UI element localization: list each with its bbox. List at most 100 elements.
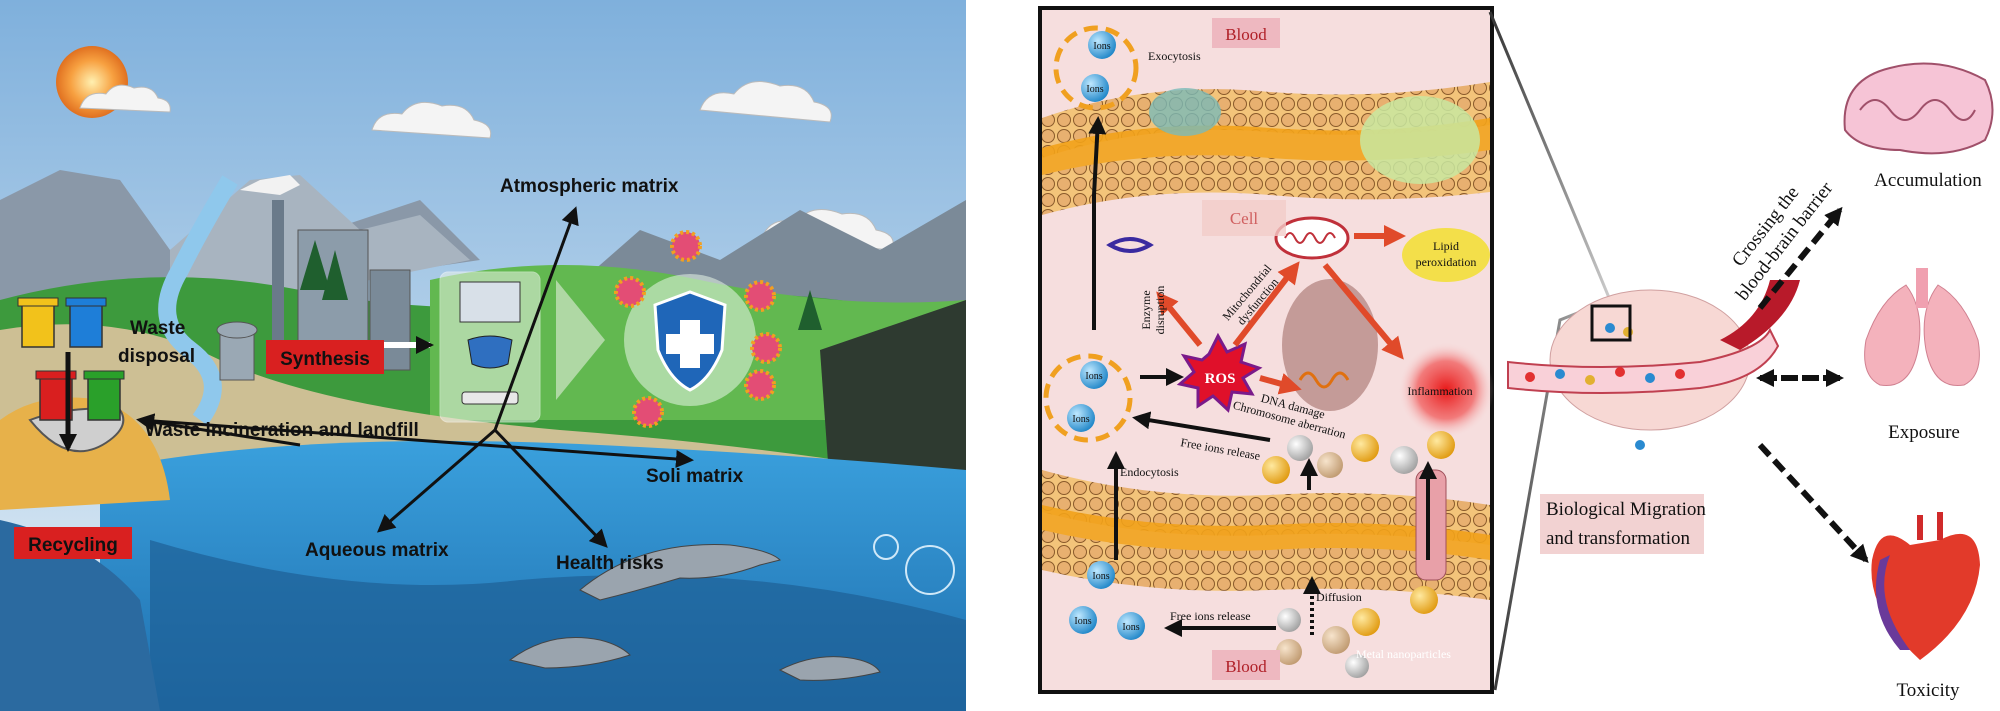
svg-text:Ions: Ions [1086,84,1103,95]
blood-label-bottom: Blood [1225,657,1267,676]
virus-icon [614,230,782,428]
environment-arrows [59,206,694,548]
synthesis-label-bg [266,340,384,374]
blood-label-bg [1212,650,1280,680]
trachea [1916,268,1928,308]
migration-label: and transformation [1546,528,1691,549]
environment-panel: Atmospheric matrix Waste disposal Synthe… [0,0,966,711]
cloud-icon [371,101,492,139]
nucleus [1282,279,1378,411]
mask-icon [467,335,513,369]
mitochondria-icon [1274,216,1350,260]
exocytosis-label: Exocytosis [1148,49,1201,63]
brain-icon [1843,62,1994,155]
snow-cap [240,175,300,195]
waste-disposal-label: Waste [130,318,185,339]
dna-icon [1298,371,1350,389]
cell-panel: Ions Ions Ions Ions Ions Ions Ions [1038,6,1494,694]
diffusion-label: Diffusion [1316,590,1362,604]
blood-vessel [1507,327,1780,394]
svg-text:Ions: Ions [1085,371,1102,382]
svg-text:Ions: Ions [1074,616,1091,627]
bubble-icon [905,545,955,595]
synthesis-label: Synthesis [280,349,370,370]
ion-particle: Ions [1080,361,1108,389]
inflammation-blob [1398,342,1494,438]
bubble-icon [873,534,899,560]
exocytosis-vesicle [1053,25,1139,111]
trash-bin-icon [17,297,59,348]
blood-label-top: Blood [1225,25,1267,44]
dolphin-icon [579,544,781,601]
red-arrows [1156,225,1406,395]
svg-text:Ions: Ions [1092,571,1109,582]
svg-text:Ions: Ions [1072,414,1089,425]
black-arrows [1088,116,1437,637]
ion-particle: Ions [1067,404,1095,432]
ion-particle: Ions [1117,612,1145,640]
lungs-icon [1923,284,1980,387]
soli-matrix-label: Soli matrix [646,466,744,487]
ion-particle: Ions [1081,74,1109,102]
organ-arrows [1756,206,1869,563]
ros-star [1176,332,1263,413]
deep-water [0,520,160,711]
migration-label: Biological Migration [1546,499,1706,520]
svg-text:Ions: Ions [1093,41,1110,52]
waste-disposal-label: disposal [118,346,195,367]
lipid-peroxidation-label: peroxidation [1416,255,1477,269]
heart-icon [1875,555,1910,650]
svg-text:Ions: Ions [1122,622,1139,633]
atmospheric-matrix-label: Atmospheric matrix [500,176,679,197]
chevron-icon [556,280,605,400]
cloud-icon [79,84,171,113]
dolphin-icon [508,637,631,669]
cell-label: Cell [1230,209,1259,228]
river [158,175,238,426]
membrane-protein [1149,88,1221,136]
ion-particle: Ions [1088,31,1116,59]
lipid-peroxidation-label: Lipid [1433,239,1459,253]
ion-channel [1415,469,1447,581]
membrane-protein [1360,96,1480,184]
deep-water [150,540,966,711]
aqueous-matrix-label: Aqueous matrix [305,540,449,561]
endocytosis-label: Endocytosis [1120,465,1179,479]
zoom-box [1590,304,1632,342]
cell-label-bg [1202,200,1286,236]
lipid-peroxidation-blob [1402,228,1490,282]
accumulation-label: Accumulation [1874,170,1982,191]
enzyme-icon [1106,237,1154,253]
exposure-label: Exposure [1888,422,1960,443]
endocytosis-vesicle [1043,353,1133,443]
cliff [820,300,966,490]
ion-particle: Ions [1069,606,1097,634]
lungs-icon [1864,284,1921,387]
blood-vessel [1720,280,1800,350]
enzyme-disruption-label: disruption [1153,286,1167,335]
inflammation-label: Inflammation [1407,384,1472,398]
health-shield-icon [624,274,756,406]
cell-membrane [1042,530,1490,600]
recycling-label-bg [14,527,132,559]
blood-label-bg [1212,18,1280,48]
free-ions-release-label-2: Free ions release [1170,609,1251,623]
heart-icon [1871,533,1980,660]
ion-particle: Ions [1087,561,1115,589]
toxicity-label: Toxicity [1896,680,1960,701]
enzyme-disruption-label: Enzyme [1139,290,1153,329]
waste-incineration-label: Waste incineration and landfill [145,420,419,441]
cloud-icon [699,81,832,123]
tree-icon [300,240,822,330]
recycling-label: Recycling [28,535,118,556]
metal-nanoparticles-label: Metal nanoparticles [1356,647,1451,661]
migration-label-bg [1540,494,1704,554]
organs-panel: Crossing the blood-brain barrier Accumul… [1507,62,1994,701]
trash-bin-icon [65,297,107,348]
ros-label: ROS [1205,371,1236,387]
nanoparticle [1262,431,1455,678]
dolphin-icon [778,656,881,681]
health-risks-label: Health risks [556,553,664,574]
trash-bin-icon [83,370,125,421]
